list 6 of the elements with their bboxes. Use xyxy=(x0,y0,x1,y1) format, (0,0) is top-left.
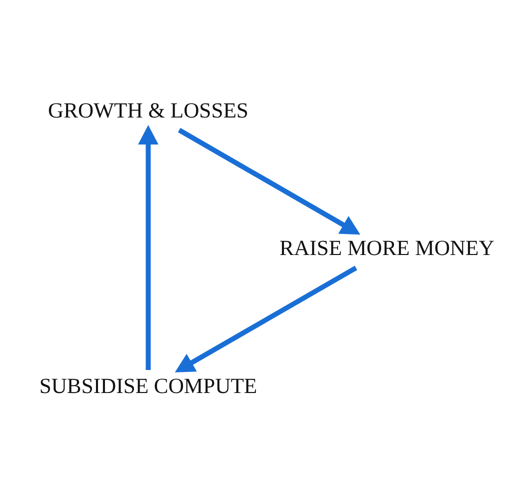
arrow xyxy=(138,125,158,370)
arrow xyxy=(174,266,358,372)
node-text: SUBSIDISE COMPUTE xyxy=(39,374,258,398)
node-text: GROWTH & LOSSES xyxy=(48,98,248,122)
node-text: RAISE MORE MONEY xyxy=(280,236,494,260)
arrow xyxy=(178,128,360,235)
